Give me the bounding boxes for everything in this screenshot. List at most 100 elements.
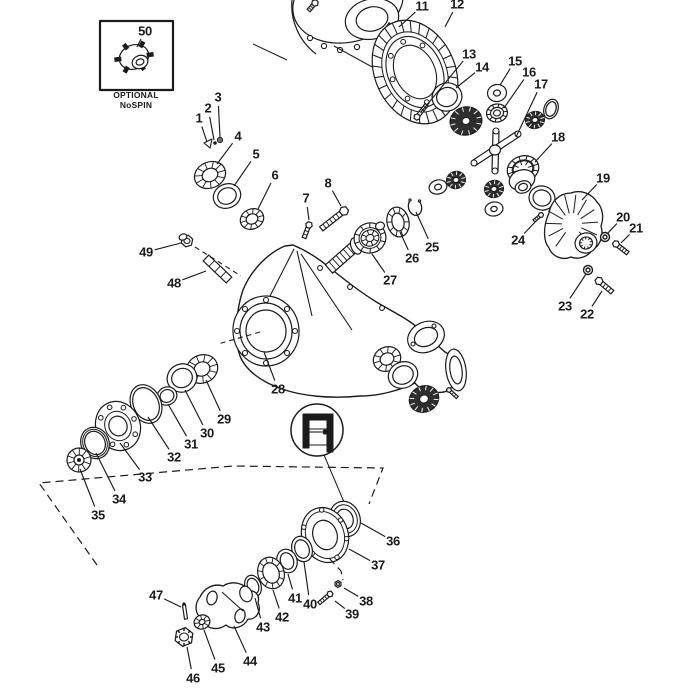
callout-15: 15 — [499, 54, 522, 86]
callout-18: 18 — [534, 130, 565, 163]
seal-section — [302, 413, 334, 453]
part-number-38: 38 — [359, 594, 373, 609]
diff-screw-a — [445, 386, 460, 400]
side-gear-b — [524, 110, 546, 130]
callout-27: 27 — [371, 253, 397, 288]
bearing-35-center — [77, 458, 81, 462]
washer-20 — [599, 231, 611, 243]
part-number-24: 24 — [511, 233, 526, 248]
part-number-29: 29 — [217, 412, 231, 427]
shim-40 — [291, 535, 313, 563]
dashed-28-29 — [217, 331, 261, 345]
callout-2: 2 — [205, 101, 215, 141]
seal-section-spring — [322, 429, 328, 435]
part-number-40: 40 — [303, 597, 317, 612]
callout-6: 6 — [257, 168, 279, 210]
part-number-20: 20 — [616, 210, 630, 225]
side-gear-18-hub — [514, 180, 532, 194]
bearing-26 — [386, 206, 410, 238]
callout-38: 38 — [343, 587, 373, 609]
inset-box — [98, 19, 175, 92]
callout-25: 25 — [415, 211, 439, 255]
bolt-39 — [316, 590, 334, 606]
slinger-1 — [203, 138, 213, 149]
case-half-bolt — [306, 0, 319, 13]
callout-50: 50 — [136, 24, 152, 48]
bolt-8 — [318, 206, 350, 232]
housing-28-bore — [245, 309, 287, 353]
part-number-47: 47 — [149, 588, 163, 603]
part-number-32: 32 — [167, 450, 181, 465]
callout-37: 37 — [348, 548, 385, 573]
bolt-21 — [611, 240, 630, 256]
part-number-30: 30 — [200, 426, 214, 441]
housing-28-boss — [407, 320, 445, 354]
callout-23: 23 — [558, 273, 587, 314]
washer-23 — [582, 264, 594, 276]
snap-ring-25-ends — [408, 198, 422, 203]
part-number-14: 14 — [475, 60, 490, 75]
callout-3: 3 — [215, 90, 222, 138]
yoke-44-line — [221, 591, 244, 612]
part-number-19: 19 — [596, 171, 610, 186]
part-number-35: 35 — [91, 508, 105, 523]
wave-washer — [543, 98, 559, 120]
spider-center — [488, 144, 502, 156]
part-number-50: 50 — [138, 24, 152, 39]
diff-cup-a — [387, 361, 419, 389]
part-number-11: 11 — [415, 0, 428, 14]
callout-5: 5 — [233, 147, 260, 187]
callout-12: 12 — [444, 0, 464, 28]
bolt-24 — [532, 211, 545, 223]
axle-outline — [37, 465, 384, 566]
part-number-15: 15 — [508, 54, 522, 69]
dashed-37-38 — [328, 557, 344, 581]
seal-section-inner — [308, 428, 328, 446]
pinion-27-flutes — [361, 230, 379, 246]
pin-47-head — [182, 602, 186, 606]
callout-32: 32 — [147, 416, 181, 465]
part-number-37: 37 — [371, 558, 385, 573]
callout-33: 33 — [119, 442, 152, 485]
bolt-22 — [594, 276, 615, 295]
thrust-washer-b — [484, 201, 504, 217]
housing-28-holes — [233, 296, 299, 367]
part-number-13: 13 — [462, 47, 476, 62]
case-19-spline — [579, 236, 593, 249]
callout-34: 34 — [95, 452, 127, 507]
part-number-17: 17 — [534, 77, 548, 92]
callout-44: 44 — [233, 625, 258, 669]
housing-28-boss-holes — [410, 323, 437, 347]
spider-ends — [470, 127, 522, 175]
part-number-26: 26 — [405, 251, 419, 266]
nut-38 — [334, 579, 342, 589]
bearing-42 — [257, 556, 285, 590]
plug-49-dome — [178, 233, 188, 241]
bearing-4 — [193, 160, 227, 190]
washer-15 — [486, 83, 508, 103]
nut-46-knurl — [175, 628, 193, 646]
pin-2 — [213, 141, 217, 145]
part-number-25: 25 — [425, 240, 439, 255]
callout-17: 17 — [515, 77, 548, 138]
part-number-6: 6 — [272, 168, 279, 183]
part-number-48: 48 — [167, 276, 181, 291]
callout-35: 35 — [79, 468, 105, 523]
case-half-holes — [306, 34, 361, 54]
callout-26: 26 — [399, 231, 419, 266]
part-number-5: 5 — [253, 147, 260, 162]
part-number-46: 46 — [186, 671, 200, 686]
callout-14: 14 — [455, 60, 490, 89]
callout-24: 24 — [511, 220, 537, 248]
detail-circle — [290, 403, 344, 457]
part-number-18: 18 — [551, 130, 565, 145]
leader-line-a — [252, 43, 288, 61]
cup-5 — [212, 183, 242, 209]
callout-41: 41 — [287, 573, 302, 606]
callout-19: 19 — [581, 171, 610, 201]
yoke-44-ear-a — [206, 590, 218, 606]
part-number-31: 31 — [184, 437, 198, 452]
part-number-28: 28 — [271, 382, 285, 397]
callout-29: 29 — [205, 379, 231, 427]
